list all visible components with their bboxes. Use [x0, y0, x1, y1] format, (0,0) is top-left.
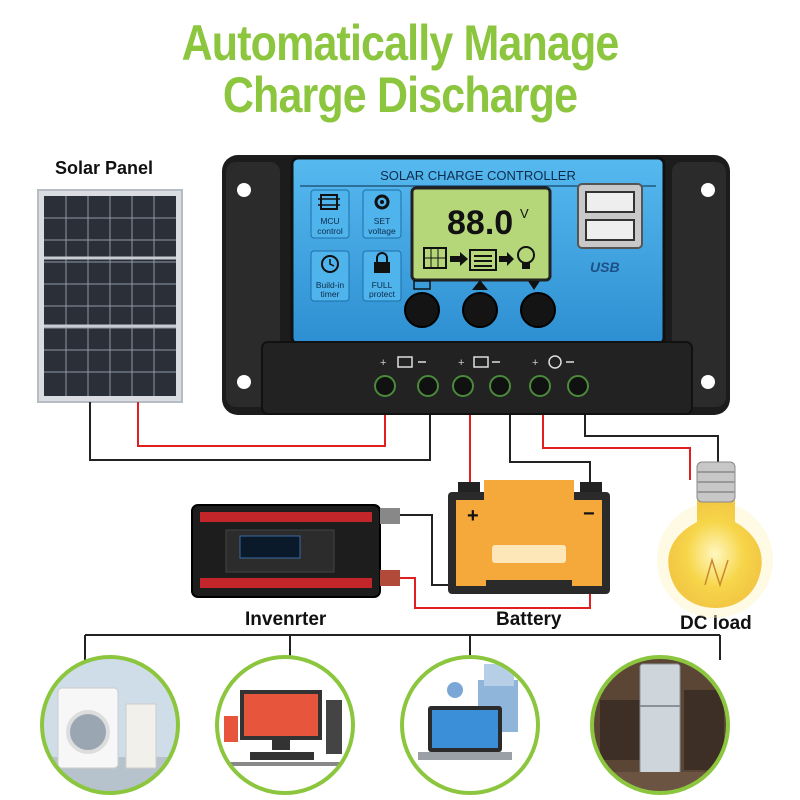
lcd-bulb-icon [517, 246, 535, 269]
button-icons [413, 280, 540, 290]
mcu-sublabel: control [317, 226, 343, 236]
solar-panel [37, 189, 183, 403]
set-sublabel: voltage [368, 226, 396, 236]
gear-icon [374, 194, 390, 210]
usb-port[interactable] [585, 191, 635, 213]
inverter-label: Invenrter [245, 609, 327, 630]
washing-machine-icon [40, 655, 180, 795]
battery-label: Battery [496, 609, 562, 630]
menu-button[interactable] [404, 292, 440, 328]
protect-label: FULL [372, 280, 393, 290]
terminal-symbols: + + + [380, 355, 574, 369]
usb-port[interactable] [585, 219, 635, 241]
terminal-block [261, 341, 693, 415]
solar-panel-label: Solar Panel [55, 158, 154, 178]
inverter-screen [239, 535, 301, 559]
down-button[interactable] [520, 292, 556, 328]
computer-icon [215, 655, 355, 795]
headline-line-2: Charge Discharge [222, 67, 578, 123]
dc-load-label: DC load [680, 613, 752, 634]
protect-tile [362, 250, 402, 302]
inverter [191, 504, 400, 598]
protect-sublabel: protect [369, 289, 396, 299]
timer-label: Build-in [316, 280, 345, 290]
svg-text:+: + [458, 357, 464, 369]
charge-controller: SOLAR CHARGE CONTROLLER MCU control [222, 155, 730, 415]
svg-text:+: + [380, 357, 386, 369]
light-bulb-icon [657, 461, 773, 618]
timer-sublabel: timer [321, 289, 340, 299]
inverter-terminal-negative [380, 508, 400, 524]
lcd-panel-icon [423, 247, 447, 269]
terminal-screws [374, 375, 589, 397]
inverter-terminal-positive [380, 570, 400, 586]
arrow-icon [450, 252, 468, 266]
headline-line-1: Automatically Manage [181, 15, 620, 71]
mounting-hole [237, 375, 251, 389]
svg-text:+: + [532, 357, 538, 369]
mcu-label: MCU [320, 216, 339, 226]
set-tile [362, 189, 402, 239]
arrow-icon [499, 252, 514, 266]
mounting-hole [701, 375, 715, 389]
refrigerator-icon [590, 655, 730, 795]
laptop-icon [400, 655, 540, 795]
controller-title: SOLAR CHARGE CONTROLLER [380, 168, 576, 183]
lcd-reading: 88.0 [447, 204, 513, 242]
battery: + − [448, 480, 610, 594]
plus-sign: + [467, 505, 479, 527]
clock-icon [321, 255, 339, 273]
minus-sign: − [583, 503, 595, 525]
lcd-unit: V [520, 206, 529, 221]
lock-icon [374, 252, 390, 273]
up-button[interactable] [462, 292, 498, 328]
mounting-hole [237, 183, 251, 197]
usb-label: USB [590, 259, 620, 275]
battery-label-plate [492, 545, 566, 563]
timer-tile [310, 250, 350, 302]
mounting-hole [701, 183, 715, 197]
wiring [84, 402, 721, 660]
set-label: SET [374, 216, 391, 226]
chip-icon [318, 194, 340, 210]
lcd-battery-icon [469, 249, 497, 271]
